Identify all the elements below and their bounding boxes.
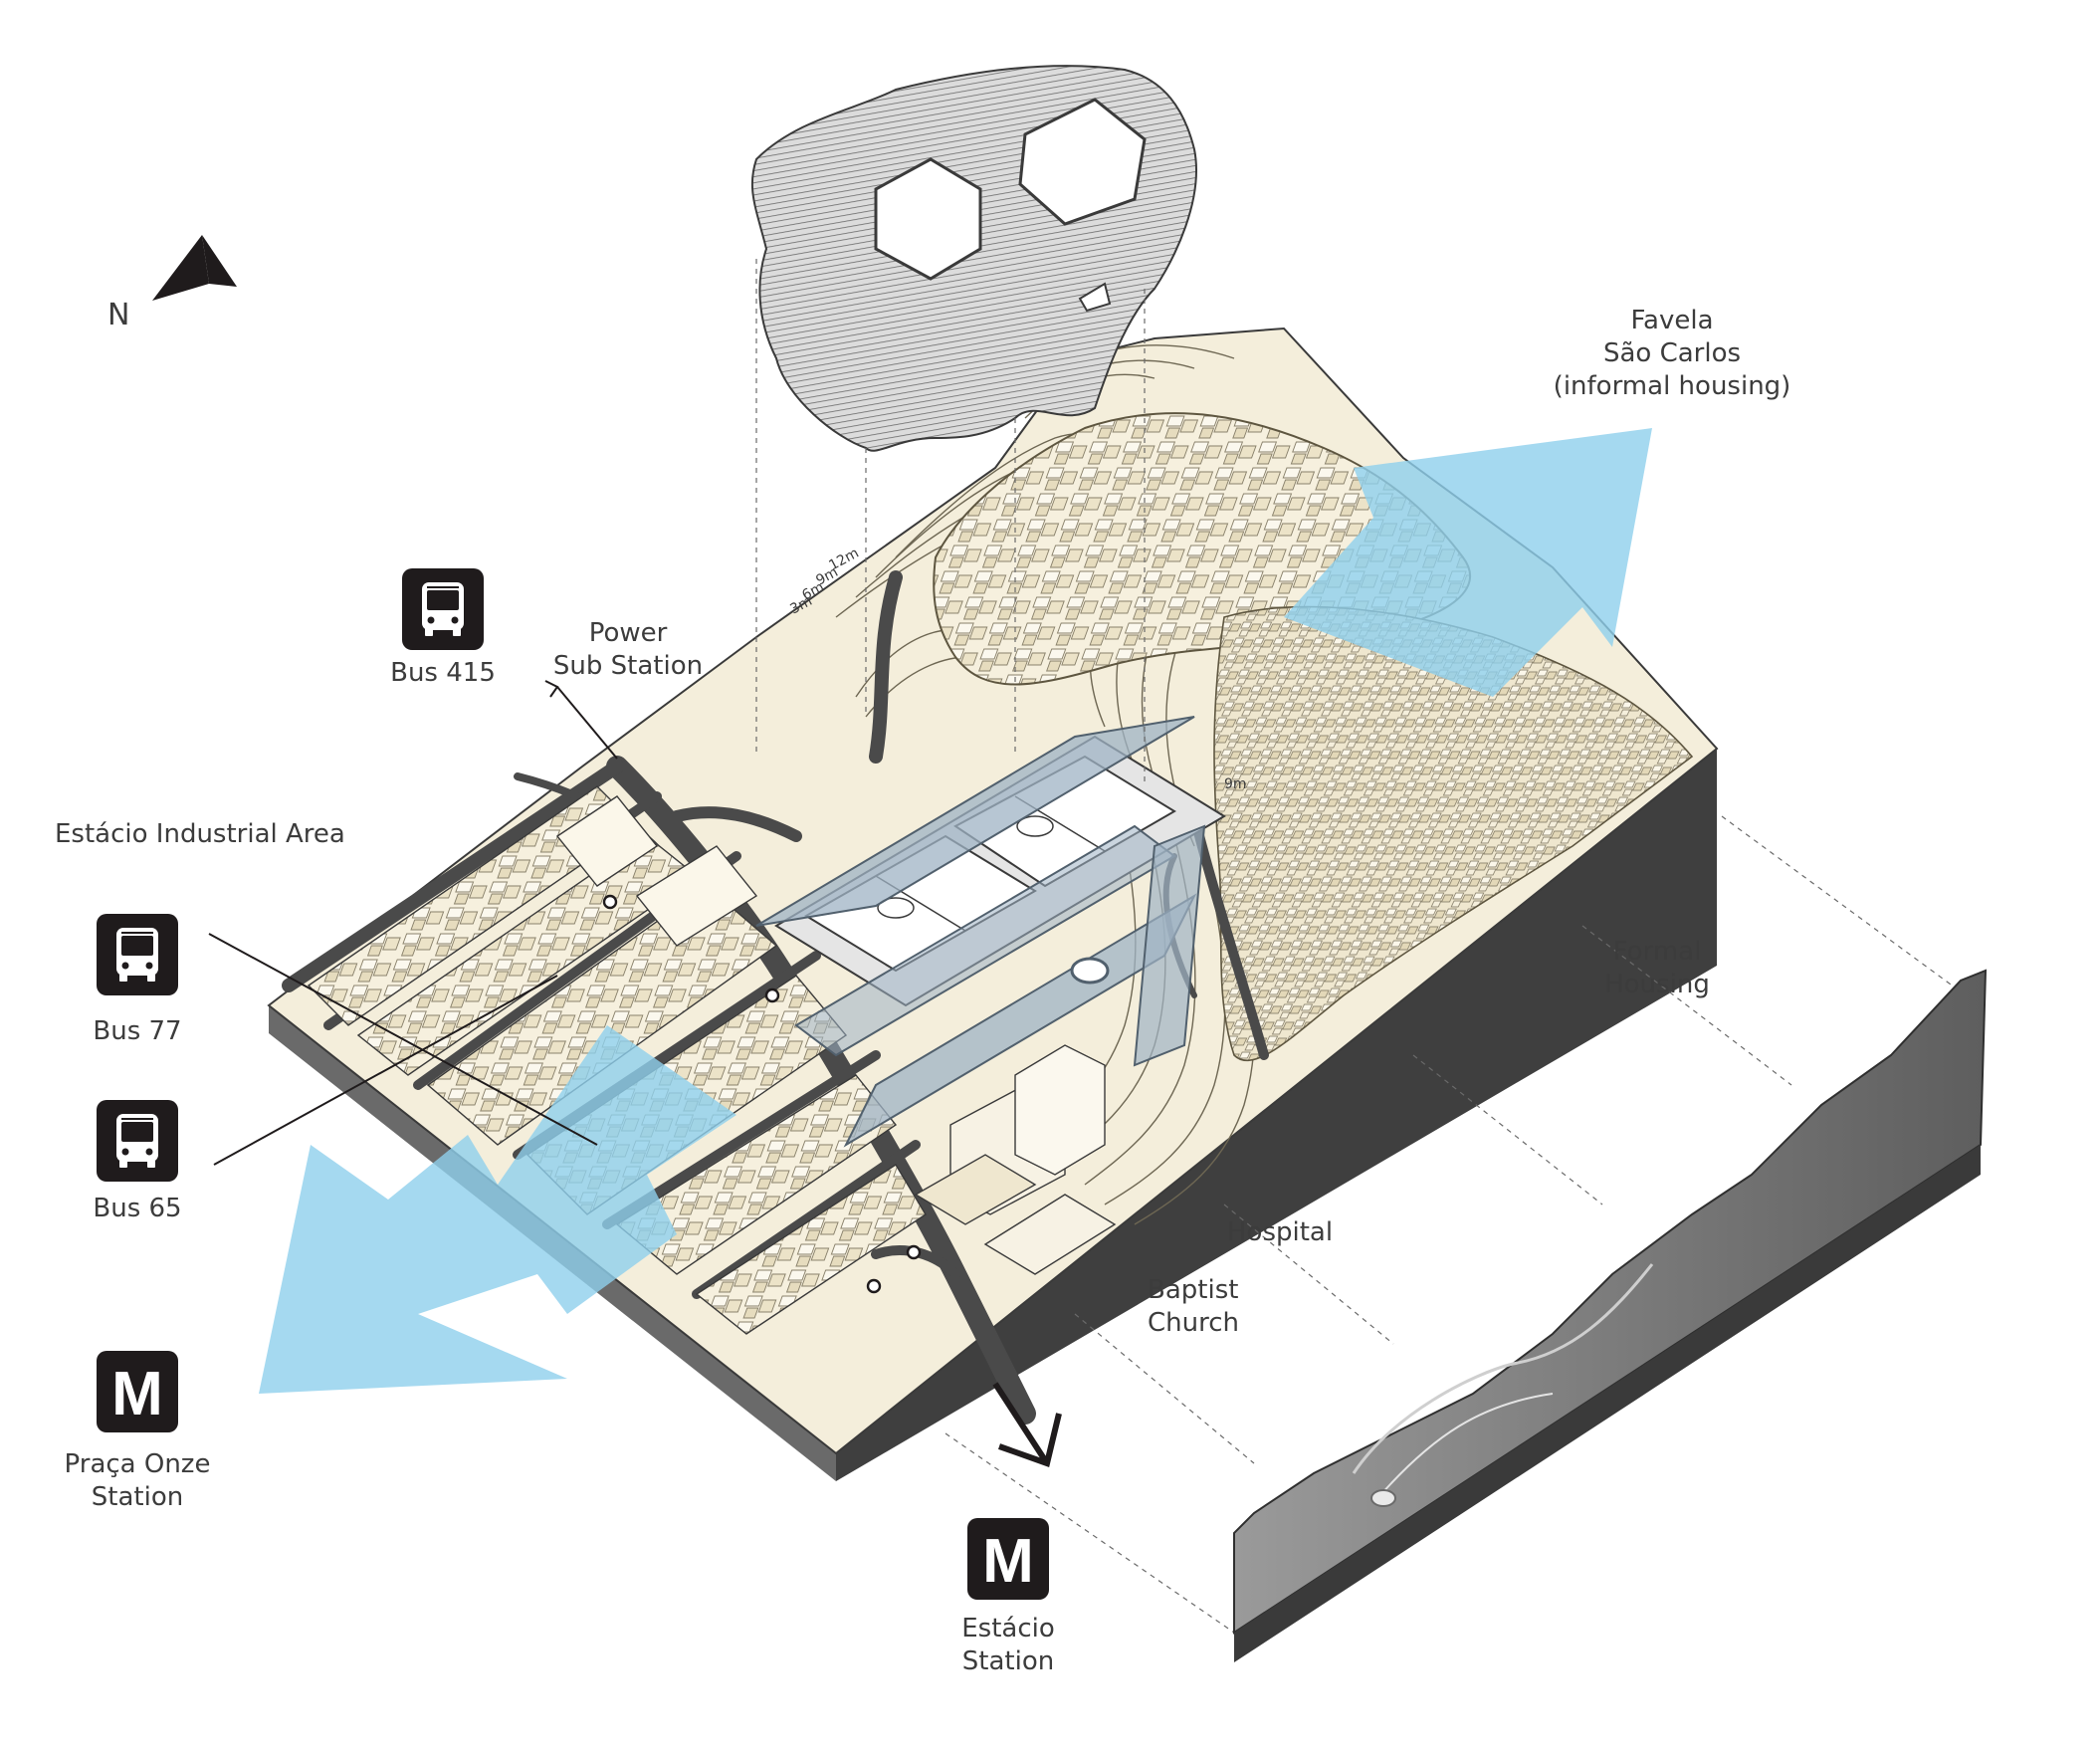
site-section: [1233, 969, 1988, 1662]
baptist-church-label: Baptist Church: [1148, 1274, 1239, 1340]
formal-housing-line1: Formal: [1612, 937, 1702, 967]
formal-housing-label: Formal Housing: [1582, 936, 1732, 1001]
estacio-direction-arrow: [992, 1382, 1062, 1467]
praca-onze-label: Praça Onze Station: [38, 1448, 237, 1514]
estacio-station-line2: Station: [961, 1646, 1055, 1676]
bus-65-icon: [97, 1100, 178, 1182]
favela-line2: São Carlos: [1602, 338, 1742, 368]
power-sub-station-line1: Power: [588, 618, 668, 648]
praca-onze-line1: Praça Onze: [64, 1449, 211, 1479]
favela-label: Favela São Carlos (informal housing): [1553, 305, 1791, 403]
industrial-area-label: Estácio Industrial Area: [55, 819, 345, 849]
hospital-blocks: [914, 1044, 1117, 1275]
favela-flow-arrow: [1284, 428, 1652, 697]
hospital-label: Hospital: [1227, 1217, 1334, 1247]
metro-glyph: M: [982, 1527, 1034, 1596]
road-nodes: [602, 894, 922, 1294]
praca-onze-line2: Station: [91, 1482, 184, 1512]
contour-label-9m-b: 9m: [1224, 776, 1247, 792]
estacio-metro-icon: M: [967, 1518, 1049, 1600]
estacio-station-label: Estácio Station: [929, 1613, 1088, 1678]
baptist-church-line2: Church: [1148, 1308, 1240, 1338]
sports-structure: [755, 716, 1226, 1148]
praca-onze-flow-arrow: [259, 1025, 736, 1394]
bus-77-label: Bus 77: [93, 1016, 182, 1046]
baptist-church-line1: Baptist: [1148, 1275, 1239, 1305]
formal-housing-line2: Housing: [1604, 970, 1710, 999]
favela-line1: Favela: [1630, 306, 1714, 335]
north-label: N: [107, 298, 130, 332]
projection-lines: [755, 259, 1967, 1634]
bus-415-icon: [402, 568, 484, 650]
metro-glyph: M: [111, 1360, 163, 1428]
bus-77-icon: [97, 914, 178, 995]
power-sub-station-label: Power Sub Station: [543, 617, 713, 683]
bus-65-label: Bus 65: [93, 1194, 182, 1223]
power-sub-station-line2: Sub Station: [552, 651, 704, 681]
praca-onze-metro-icon: M: [97, 1351, 178, 1432]
leader-lines: [208, 680, 618, 1166]
favela-line3: (informal housing): [1553, 371, 1791, 401]
bus-415-label: Bus 415: [390, 658, 496, 688]
estacio-station-line1: Estácio: [961, 1614, 1055, 1643]
north-arrow-icon: [152, 235, 237, 301]
canopy-roof: [750, 65, 1197, 452]
